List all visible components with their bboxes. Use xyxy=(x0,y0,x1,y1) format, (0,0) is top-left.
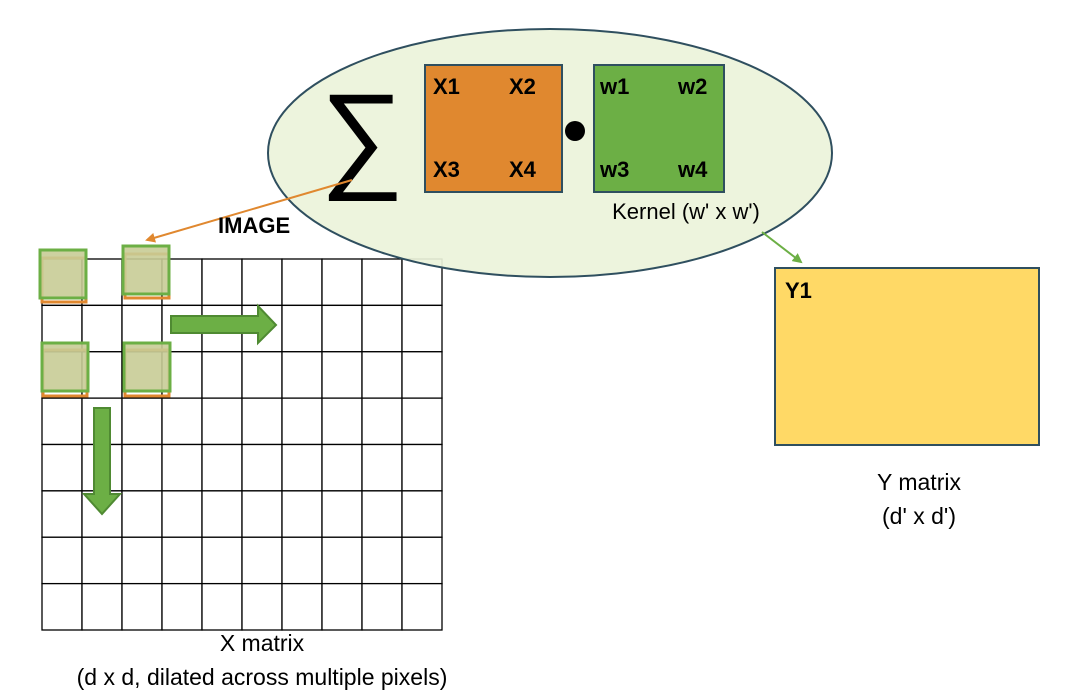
x-matrix-cell xyxy=(401,490,443,538)
x-matrix-cell xyxy=(161,443,203,492)
x-matrix-cell xyxy=(281,490,323,538)
x-matrix-cell xyxy=(241,397,283,446)
x-matrix-cell xyxy=(201,351,243,399)
x-matrix-caption-line1: X matrix xyxy=(220,630,305,656)
x-matrix-cell xyxy=(41,490,83,538)
x-matrix-cell xyxy=(321,536,363,585)
x-matrix-cell xyxy=(281,351,323,399)
x-matrix-cell xyxy=(361,304,403,353)
kernel-cell-w3: w3 xyxy=(599,157,629,182)
x-matrix-cell xyxy=(201,258,243,307)
x-matrix-cell xyxy=(41,582,83,631)
kernel-cell-w1: w1 xyxy=(599,74,629,99)
y-matrix-caption-line2: (d' x d') xyxy=(882,503,956,529)
x-matrix-cell xyxy=(161,490,203,538)
x-matrix-cell xyxy=(161,582,203,631)
x-matrix-cell xyxy=(41,443,83,492)
patch-overlay-bottom-right-kernel xyxy=(122,341,172,393)
x-matrix-cell xyxy=(321,490,363,538)
x-matrix-cell xyxy=(401,443,443,492)
x-matrix-cell xyxy=(321,258,363,307)
x-matrix-cell xyxy=(401,397,443,446)
x-matrix-cell xyxy=(241,536,283,585)
x-matrix-cell xyxy=(121,397,163,446)
x-matrix-cell xyxy=(281,582,323,631)
x-matrix-cell xyxy=(161,536,203,585)
x-matrix-cell xyxy=(401,536,443,585)
x-matrix-cell xyxy=(321,304,363,353)
x-matrix-cell xyxy=(201,536,243,585)
x-matrix-grid xyxy=(41,258,443,631)
x-matrix-cell xyxy=(121,490,163,538)
y-cell-label: Y1 xyxy=(785,278,812,303)
x-matrix-cell xyxy=(281,443,323,492)
image-label: IMAGE xyxy=(218,213,290,238)
x-matrix-cell xyxy=(401,582,443,631)
summation-symbol: ∑ xyxy=(320,70,404,202)
x-matrix-cell xyxy=(321,443,363,492)
x-matrix-cell xyxy=(201,443,243,492)
x-matrix-cell xyxy=(161,397,203,446)
patch-overlay-top-left-kernel xyxy=(38,248,88,300)
x-matrix-caption-line2: (d x d, dilated across multiple pixels) xyxy=(77,664,448,690)
x-matrix-cell xyxy=(281,258,323,307)
x-matrix-cell xyxy=(281,536,323,585)
x-matrix-cell xyxy=(361,351,403,399)
x-matrix-cell xyxy=(201,397,243,446)
x-matrix-cell xyxy=(281,304,323,353)
x-matrix-cell xyxy=(241,582,283,631)
input-patch-box xyxy=(424,64,563,193)
x-matrix-cell xyxy=(321,397,363,446)
y-matrix-box xyxy=(774,267,1040,446)
x-matrix-cell xyxy=(201,490,243,538)
x-matrix-cell xyxy=(81,582,123,631)
x-matrix-cell xyxy=(241,443,283,492)
x-matrix-cell xyxy=(361,582,403,631)
input-cell-x2: X2 xyxy=(509,74,536,99)
x-matrix-cell xyxy=(121,536,163,585)
kernel-box xyxy=(593,64,725,193)
x-matrix-cell xyxy=(361,490,403,538)
x-matrix-cell xyxy=(201,582,243,631)
x-matrix-cell xyxy=(241,258,283,307)
image-connector-arrow xyxy=(145,179,353,243)
x-matrix-cell xyxy=(121,582,163,631)
kernel-cell-w4: w4 xyxy=(677,157,708,182)
input-cell-x1: X1 xyxy=(433,74,460,99)
stride-down-arrow xyxy=(81,407,123,516)
kernel-cell-w2: w2 xyxy=(677,74,707,99)
kernel-caption: Kernel (w' x w') xyxy=(612,199,760,224)
x-matrix-cell xyxy=(41,536,83,585)
x-matrix-cell xyxy=(361,258,403,307)
dilated-patch-overlays xyxy=(38,244,172,398)
x-matrix-cell xyxy=(81,258,123,307)
dot-product-operator xyxy=(565,121,585,141)
stride-right-arrow xyxy=(170,303,278,346)
patch-overlay-top-right-kernel xyxy=(121,244,171,296)
x-matrix-cell xyxy=(121,443,163,492)
x-matrix-cell xyxy=(81,536,123,585)
output-connector-arrow xyxy=(761,231,803,264)
x-matrix-cell xyxy=(361,536,403,585)
x-matrix-cell xyxy=(401,304,443,353)
x-matrix-cell xyxy=(241,490,283,538)
x-matrix-cell xyxy=(321,351,363,399)
x-matrix-cell xyxy=(241,351,283,399)
x-matrix-cell xyxy=(361,443,403,492)
x-matrix-cell xyxy=(281,397,323,446)
y-matrix-caption-line1: Y matrix xyxy=(877,469,961,495)
x-matrix-cell xyxy=(41,397,83,446)
x-matrix-cell xyxy=(401,351,443,399)
patch-overlay-bottom-left-kernel xyxy=(40,341,90,393)
x-matrix-cell xyxy=(321,582,363,631)
input-cell-x3: X3 xyxy=(433,157,460,182)
x-matrix-cell xyxy=(361,397,403,446)
input-cell-x4: X4 xyxy=(509,157,537,182)
